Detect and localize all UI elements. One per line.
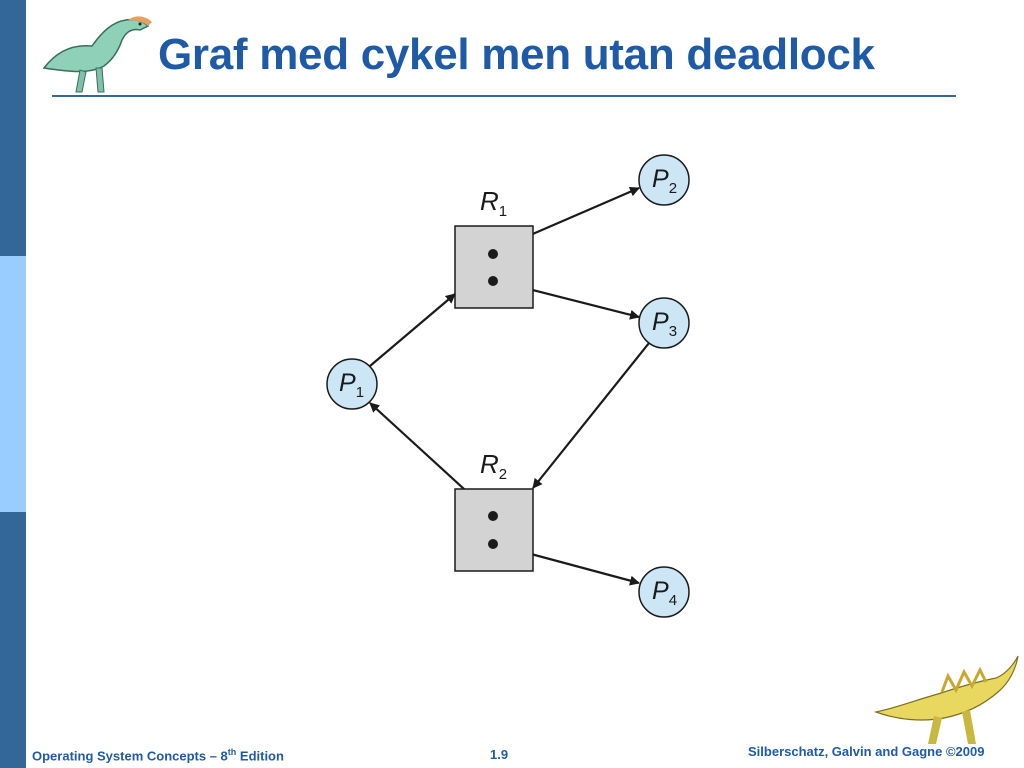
stegosaurus-logo-icon <box>873 655 1019 744</box>
resource-r2-instance <box>488 539 498 549</box>
process-p2-label: P2 <box>652 165 677 197</box>
resource-r2: R2 <box>454 449 534 572</box>
process-p3: P3 <box>638 297 690 349</box>
footer-copyright: Silberschatz, Galvin and Gagne ©2009 <box>748 744 985 759</box>
sidebar-stripe-middle <box>0 256 26 512</box>
resource-r1-instance <box>488 276 498 286</box>
process-p4: P4 <box>638 566 690 618</box>
process-p1-label: P1 <box>339 369 364 401</box>
process-p3-label: P3 <box>652 308 677 340</box>
resource-r1-label: R1 <box>480 186 507 220</box>
footer-page-number: 1.9 <box>490 747 509 762</box>
process-p1: P1 <box>326 358 378 410</box>
dinosaur-logo-icon <box>42 16 152 93</box>
resource-r2-label: R2 <box>480 449 507 483</box>
title-divider <box>52 95 956 97</box>
sidebar-stripe-bottom <box>0 512 26 768</box>
process-p2: P2 <box>638 154 690 206</box>
resource-r1: R1 <box>454 186 534 309</box>
process-p4-label: P4 <box>652 577 677 609</box>
sidebar-stripe-top <box>0 0 26 256</box>
resource-r1-instance <box>488 249 498 259</box>
edge-p1-to-r1 <box>369 293 456 367</box>
footer-book-title: Operating System Concepts – 8th Edition <box>32 747 284 764</box>
edge-p3-to-r2 <box>532 342 650 489</box>
resource-r2-instance <box>488 511 498 521</box>
slide-title: Graf med cykel men utan deadlock <box>158 30 875 79</box>
